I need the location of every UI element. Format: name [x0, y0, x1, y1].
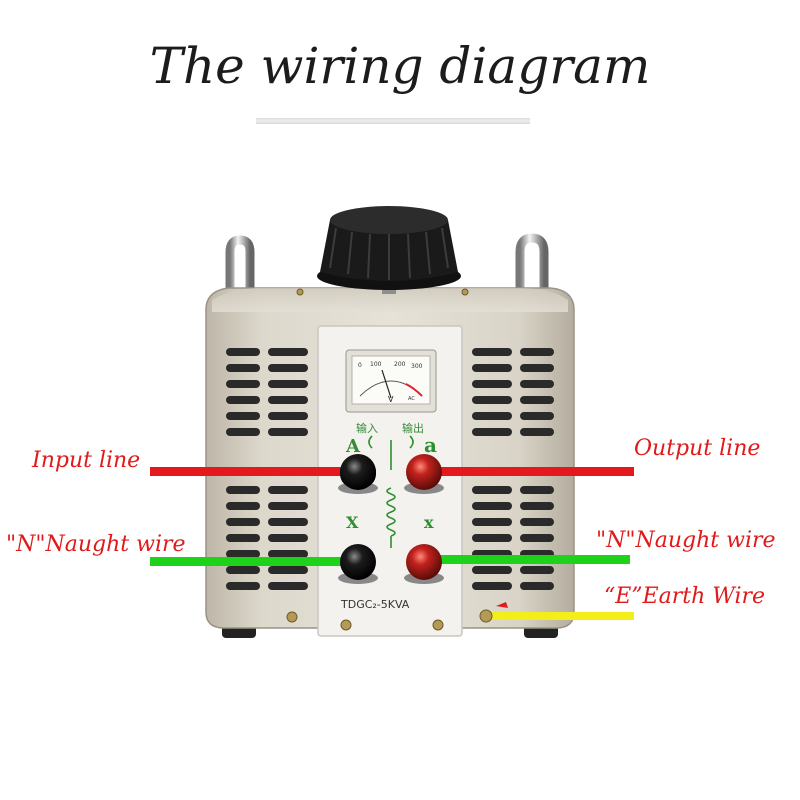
vent-slot	[226, 364, 260, 372]
terminal-A-label: A	[345, 436, 361, 457]
screw	[432, 619, 444, 631]
vent-slot	[472, 486, 512, 494]
vent-slot	[520, 518, 554, 526]
vent-slot	[268, 566, 308, 574]
vent-slot	[226, 502, 260, 510]
vent-slot	[472, 428, 512, 436]
vent-slot	[226, 582, 260, 590]
coil-symbol	[368, 435, 414, 548]
vent-slot	[226, 550, 260, 558]
vent-slot	[268, 412, 308, 420]
label-naught-wire-right: "N"Naught wire	[596, 528, 776, 553]
vent-slot	[268, 518, 308, 526]
handle-right	[515, 233, 549, 300]
panel-output-label: 输出	[402, 421, 424, 435]
vent-slot	[472, 502, 512, 510]
title-underline	[256, 118, 530, 124]
vent-slot	[268, 534, 308, 542]
naught-wire-left	[150, 557, 358, 566]
screw	[296, 288, 304, 296]
terminal-a-label: a	[424, 433, 437, 457]
vent-slot	[472, 364, 512, 372]
vent-slot	[520, 582, 554, 590]
meter-scale-300: 300	[411, 363, 423, 370]
vent-slot	[472, 582, 512, 590]
handle-left	[225, 235, 255, 300]
vent-slot	[268, 428, 308, 436]
vent-slot	[520, 364, 554, 372]
vent-slot	[520, 428, 554, 436]
vent-slot	[268, 380, 308, 388]
terminal-a-knob	[404, 454, 444, 494]
vent-slot	[520, 380, 554, 388]
screw	[340, 619, 352, 631]
vent-slot	[472, 396, 512, 404]
meter-scale-100: 100	[370, 361, 382, 368]
vent-slot	[472, 412, 512, 420]
vent-slot	[268, 550, 308, 558]
vent-slot	[268, 364, 308, 372]
label-input-line: Input line	[32, 448, 141, 473]
vent-slot	[472, 566, 512, 574]
vent-slot	[268, 348, 308, 356]
vent-slot	[520, 502, 554, 510]
vent-slot	[520, 412, 554, 420]
vent-slot	[520, 348, 554, 356]
meter-scale-0: 0	[358, 362, 362, 369]
meter-scale-200: 200	[394, 361, 406, 368]
meter-unit: V	[388, 395, 394, 404]
label-output-line: Output line	[634, 436, 761, 461]
label-naught-wire-left: "N"Naught wire	[6, 532, 186, 557]
output-line-wire	[430, 467, 634, 476]
earth-screw	[479, 609, 493, 623]
terminal-x-knob	[404, 544, 444, 584]
vent-slot	[472, 534, 512, 542]
panel-input-label: 输入	[356, 421, 378, 435]
terminal-x-label: x	[424, 513, 434, 532]
input-line-wire	[150, 467, 356, 476]
vent-slot	[226, 380, 260, 388]
vent-slot	[226, 534, 260, 542]
earth-wire	[488, 612, 634, 620]
vent-slot	[226, 428, 260, 436]
terminal-A-knob	[338, 454, 378, 494]
vent-slot	[268, 502, 308, 510]
vent-slot	[472, 380, 512, 388]
screw	[461, 288, 469, 296]
model-label: TDGC₂-5KVA	[340, 598, 410, 611]
vent-slot	[226, 348, 260, 356]
vent-slot	[472, 518, 512, 526]
vent-slot	[520, 566, 554, 574]
meter-mode: AC	[408, 396, 415, 402]
vent-slot	[268, 396, 308, 404]
label-earth-wire: “E”Earth Wire	[604, 584, 766, 609]
page-title: The wiring diagram	[149, 37, 651, 95]
vent-slot	[472, 348, 512, 356]
vent-slot	[520, 486, 554, 494]
vent-slot	[226, 486, 260, 494]
vent-slot	[226, 412, 260, 420]
terminal-X-knob	[338, 544, 378, 584]
vent-slot	[520, 396, 554, 404]
screw	[286, 611, 298, 623]
vent-slot	[268, 582, 308, 590]
vent-slot	[226, 396, 260, 404]
terminal-X-label: X	[346, 513, 359, 532]
earth-warning-mark	[496, 602, 508, 608]
vent-slot	[520, 534, 554, 542]
vent-slot	[226, 566, 260, 574]
naught-wire-right	[430, 555, 630, 564]
vent-slot	[226, 518, 260, 526]
vent-slot	[268, 486, 308, 494]
